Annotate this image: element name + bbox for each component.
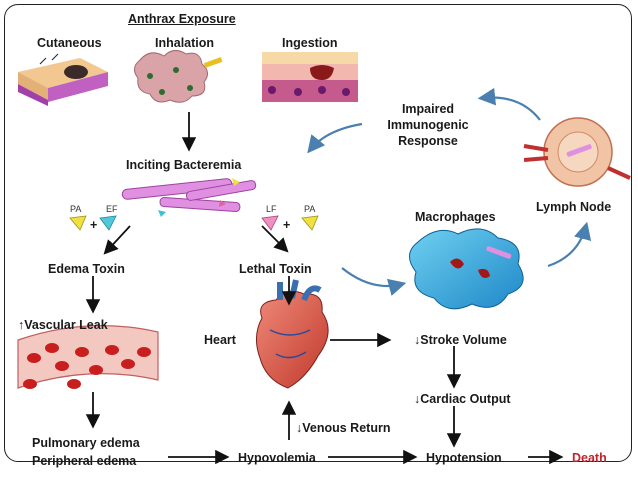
ef-glyph	[99, 215, 117, 231]
stroke-volume-text: Stroke Volume	[420, 333, 507, 347]
arrow-down-glyph: ↓	[414, 333, 421, 347]
immune-curved-arrows	[307, 87, 592, 296]
hypotension-label: Hypotension	[426, 451, 502, 465]
lf-label: LF	[266, 204, 277, 214]
inhalation-label: Inhalation	[155, 36, 215, 50]
ingestion-label: Ingestion	[282, 36, 338, 50]
cardiac-output-label: ↓Cardiac Output	[414, 392, 511, 406]
arrow-down-glyph: ↓	[296, 421, 303, 435]
impaired-response-line2: Immunogenic	[387, 118, 469, 132]
diagram-title: Anthrax Exposure	[128, 12, 236, 26]
lymph-node-label: Lymph Node	[536, 200, 612, 214]
flow-arrows	[85, 112, 564, 465]
skin-illustration	[18, 53, 108, 106]
impaired-response-line1: Impaired	[401, 102, 455, 116]
pa-left-label: PA	[70, 204, 82, 214]
lung-illustration	[134, 50, 223, 103]
heart-label: Heart	[204, 333, 236, 347]
cardiac-output-text: Cardiac Output	[420, 392, 511, 406]
arrow-up-glyph: ↑	[18, 318, 25, 332]
pulmonary-edema-label: Pulmonary edema	[32, 436, 140, 450]
ef-label: EF	[106, 204, 118, 214]
pa-right-glyph	[301, 215, 319, 231]
lethal-toxin-label: Lethal Toxin	[239, 262, 312, 276]
edema-toxin-label: Edema Toxin	[48, 262, 125, 276]
vascular-leak-text: Vascular Leak	[24, 318, 108, 332]
pa-left-glyph	[69, 215, 87, 231]
macrophages-label: Macrophages	[415, 210, 496, 224]
arrow-down-glyph: ↓	[414, 392, 421, 406]
venous-return-text: Venous Return	[302, 421, 391, 435]
inciting-bacteremia-label: Inciting Bacteremia	[126, 158, 242, 172]
hypovolemia-label: Hypovolemia	[238, 451, 316, 465]
macrophage-illustration	[409, 228, 524, 310]
cutaneous-label: Cutaneous	[37, 36, 102, 50]
lf-glyph	[261, 215, 279, 231]
blood-vessel-illustration	[17, 325, 159, 389]
pa-right-label: PA	[304, 204, 316, 214]
heart-illustration	[256, 279, 329, 389]
intestine-illustration	[262, 52, 358, 102]
stroke-volume-label: ↓Stroke Volume	[414, 333, 507, 347]
venous-return-label: ↓Venous Return	[296, 421, 390, 435]
death-label: Death	[572, 451, 607, 465]
peripheral-edema-label: Peripheral edema	[32, 454, 137, 468]
impaired-response-line3: Response	[398, 134, 458, 148]
bacteria-illustration	[121, 178, 257, 217]
lymph-node-illustration	[523, 117, 631, 187]
plus-right: +	[283, 218, 291, 232]
vascular-leak-label: ↑Vascular Leak	[18, 318, 108, 332]
plus-left: +	[90, 218, 98, 232]
diagram-frame	[4, 4, 632, 462]
